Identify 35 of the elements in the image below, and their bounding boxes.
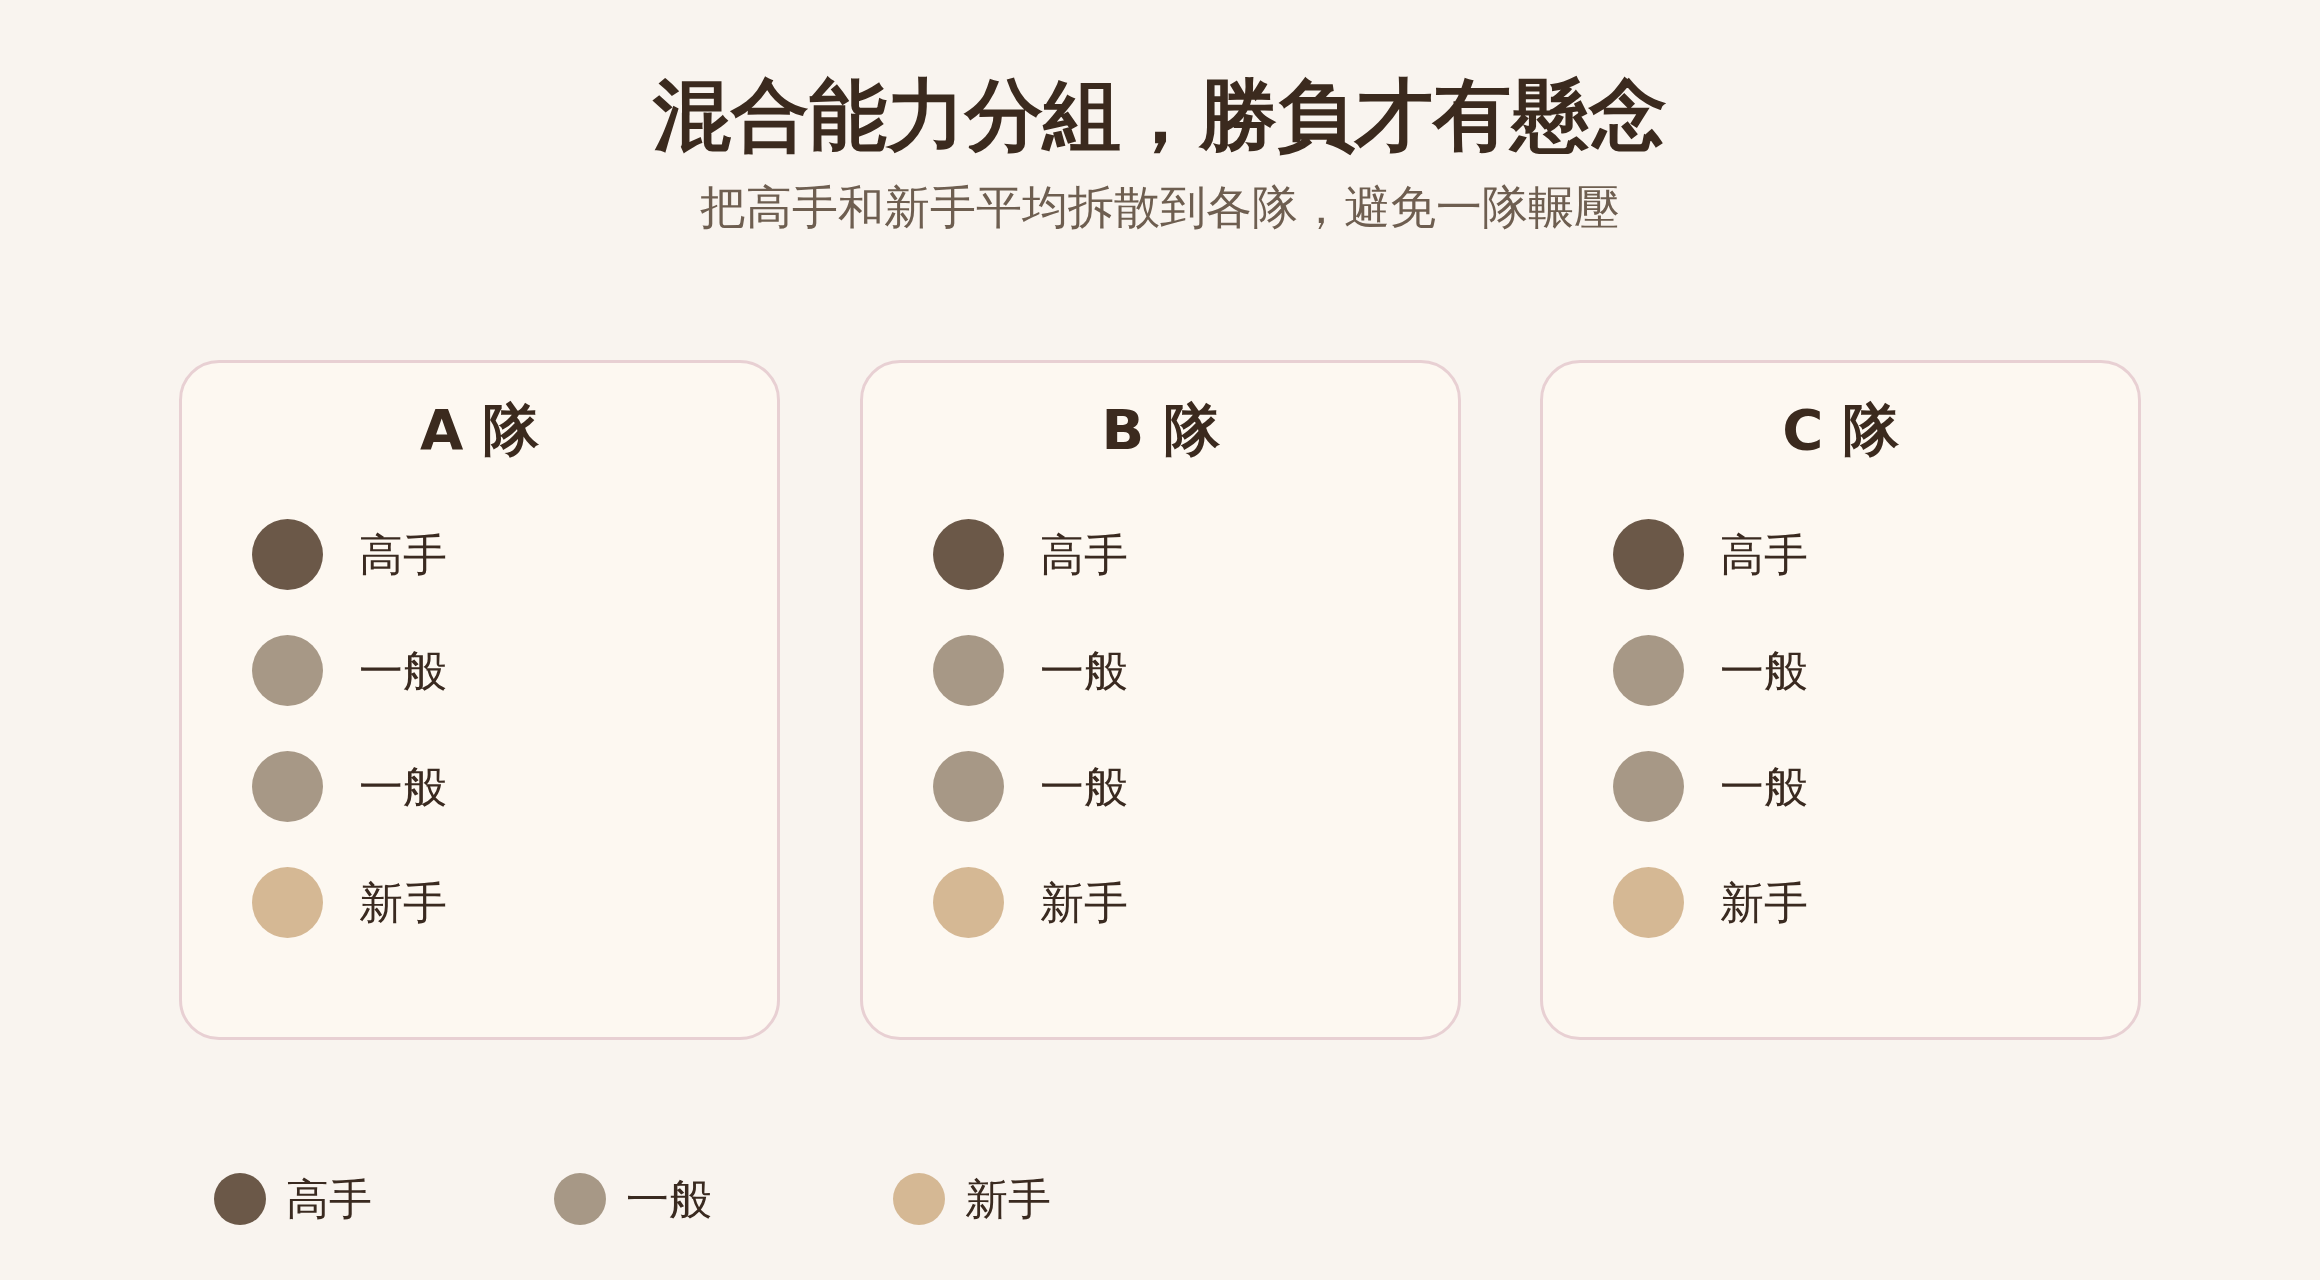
member-label: 一般	[1040, 760, 1128, 813]
dot-icon	[252, 867, 323, 938]
team-card	[860, 360, 1461, 1040]
member-label: 高手	[1040, 528, 1128, 581]
dot-icon	[1613, 519, 1684, 590]
member-label: 高手	[359, 528, 447, 581]
member-label: 一般	[1720, 644, 1808, 697]
member-label: 一般	[1040, 644, 1128, 697]
member-label: 新手	[1720, 876, 1808, 929]
dot-icon	[1613, 751, 1684, 822]
subtitle: 把高手和新手平均拆散到各隊，避免一隊輾壓	[700, 179, 1620, 235]
member-label: 新手	[359, 876, 447, 929]
team-card	[1540, 360, 2141, 1040]
member-label: 新手	[1040, 876, 1128, 929]
dot-icon	[252, 635, 323, 706]
member-label: 高手	[1720, 528, 1808, 581]
legend-label: 新手	[965, 1173, 1051, 1225]
legend-label: 高手	[286, 1173, 372, 1225]
dot-icon	[252, 519, 323, 590]
team-heading: A 隊	[420, 397, 539, 463]
title: 混合能力分組，勝負才有懸念	[653, 69, 1667, 162]
member-label: 一般	[359, 760, 447, 813]
dot-icon	[933, 635, 1004, 706]
dot-icon	[1613, 867, 1684, 938]
legend-label: 一般	[626, 1173, 712, 1225]
dot-icon	[933, 867, 1004, 938]
dot-icon	[933, 751, 1004, 822]
member-label: 一般	[1720, 760, 1808, 813]
dot-icon	[1613, 635, 1684, 706]
team-heading: C 隊	[1782, 397, 1899, 463]
team-card	[179, 360, 780, 1040]
team-heading: B 隊	[1101, 397, 1220, 463]
dot-icon	[933, 519, 1004, 590]
member-label: 一般	[359, 644, 447, 697]
dot-icon	[252, 751, 323, 822]
